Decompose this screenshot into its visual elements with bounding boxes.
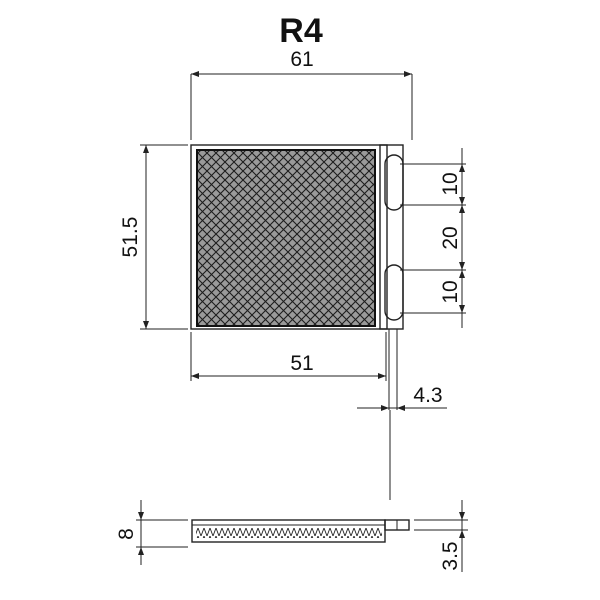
slot-top [384,154,404,211]
dimension-height: 51.5 [119,144,188,330]
dim-label-4-3: 4.3 [413,384,442,407]
reflector-grid [196,149,376,327]
side-view [191,519,410,543]
dim-label-3-5: 3.5 [439,541,462,570]
dim-label-slot-bottom: 10 [439,280,462,303]
dimension-overall-width: 61 [190,48,413,140]
plate-outline [190,144,388,330]
dim-label-51: 51 [290,352,313,375]
dim-label-51-5: 51.5 [119,217,142,258]
dim-label-61: 61 [290,48,313,71]
dimension-inner-width: 51 [190,332,387,381]
top-view [190,144,404,410]
dimension-side-height: 8 [115,500,188,565]
dim-label-8: 8 [115,528,138,540]
dim-label-slot-top: 10 [439,172,462,195]
dimension-slots: 10 20 10 [400,148,466,328]
side-teeth [196,528,382,538]
mounting-tab [379,144,404,330]
drawing-title: R4 [279,12,323,50]
dimension-tab-width: 4.3 [357,384,447,411]
side-body [191,519,386,543]
dimension-side-thickness: 3.5 [414,500,468,572]
dim-label-slot-spacing: 20 [439,226,462,249]
slot-bottom [384,264,404,321]
